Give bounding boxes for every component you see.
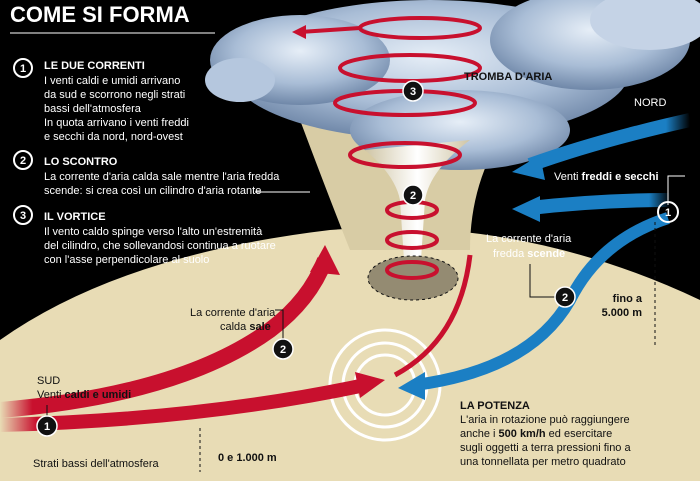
- svg-text:I venti caldi e umidi arrivano: I venti caldi e umidi arrivano: [44, 75, 180, 87]
- svg-text:bassi dell'atmosfera: bassi dell'atmosfera: [44, 103, 142, 115]
- svg-text:anche i 500 km/h ed esercitare: anche i 500 km/h ed esercitare: [460, 428, 612, 440]
- low-layers-label: Strati bassi dell'atmosfera: [33, 458, 159, 470]
- height-high-2: 5.000 m: [602, 307, 643, 319]
- height-arrows: [199, 222, 656, 472]
- svg-text:del cilindro, che sollevandosi: del cilindro, che sollevandosi continua …: [44, 240, 276, 252]
- tornado-label: TROMBA D'ARIA: [464, 71, 552, 83]
- svg-text:LO SCONTRO: LO SCONTRO: [44, 156, 118, 168]
- funnel: [365, 140, 470, 275]
- north-label: NORD: [634, 97, 666, 109]
- svg-text:IL VORTICE: IL VORTICE: [44, 211, 106, 223]
- page-title: COME SI FORMA: [10, 2, 190, 27]
- svg-text:LE DUE CORRENTI: LE DUE CORRENTI: [44, 60, 145, 72]
- svg-text:2: 2: [562, 292, 568, 304]
- warm-winds-label: Venti caldi e umidi: [37, 389, 131, 401]
- svg-text:In quota arrivano i venti fred: In quota arrivano i venti freddi: [44, 117, 189, 129]
- svg-text:1: 1: [44, 421, 50, 433]
- svg-text:1: 1: [20, 63, 26, 75]
- svg-text:e secchi da nord, nord-ovest: e secchi da nord, nord-ovest: [44, 131, 183, 143]
- svg-text:1: 1: [665, 207, 671, 219]
- marker-3-cloud: 3: [402, 80, 424, 102]
- marker-1-north: 1: [657, 201, 679, 223]
- south-label: SUD: [37, 375, 60, 387]
- svg-text:2: 2: [20, 155, 26, 167]
- svg-text:La corrente d'aria calda sale: La corrente d'aria calda sale mentre l'a…: [44, 171, 280, 183]
- svg-text:3: 3: [20, 210, 26, 222]
- svg-text:Il vento caldo spinge verso l': Il vento caldo spinge verso l'alto un'es…: [44, 226, 263, 238]
- svg-text:una tonnellata per metro quadr: una tonnellata per metro quadrato: [460, 456, 626, 468]
- spiral-arrowhead: [292, 25, 306, 39]
- marker-1-south: 1: [36, 415, 58, 437]
- step-2: 2 LO SCONTRO La corrente d'aria calda sa…: [13, 150, 280, 197]
- svg-text:con l'asse perpendicolare al s: con l'asse perpendicolare al suolo: [44, 254, 209, 266]
- svg-text:2: 2: [280, 344, 286, 356]
- svg-text:LA POTENZA: LA POTENZA: [460, 400, 530, 412]
- cloud: [205, 0, 700, 170]
- svg-text:scende: si crea così un cilind: scende: si crea così un cilindro d'aria …: [44, 185, 261, 197]
- marker-2-cold: 2: [554, 286, 576, 308]
- cold-current-label-2: fredda scende: [493, 248, 565, 260]
- svg-text:3: 3: [410, 86, 416, 98]
- step-1: 1 LE DUE CORRENTI I venti caldi e umidi …: [13, 58, 189, 143]
- cold-winds-label: Venti freddi e secchi: [554, 171, 659, 183]
- marker-2-warm: 2: [272, 338, 294, 360]
- warm-current-label-1: La corrente d'aria: [190, 307, 276, 319]
- svg-text:sugli oggetti a terra pression: sugli oggetti a terra pressioni fino a: [460, 442, 631, 454]
- warm-current-label-2: calda sale: [220, 321, 271, 333]
- svg-text:da sud e scorrono negli strati: da sud e scorrono negli strati: [44, 89, 185, 101]
- cold-current-label-1: La corrente d'aria: [486, 233, 572, 245]
- marker-2-funnel: 2: [402, 184, 424, 206]
- step-3: 3 IL VORTICE Il vento caldo spinge verso…: [13, 205, 276, 266]
- svg-text:L'aria in rotazione può raggiu: L'aria in rotazione può raggiungere: [460, 414, 630, 426]
- height-high-1: fino a: [613, 293, 643, 305]
- svg-text:2: 2: [410, 190, 416, 202]
- leader-lines: [10, 32, 685, 205]
- height-low: 0 e 1.000 m: [218, 452, 277, 464]
- power-info: LA POTENZA L'aria in rotazione può raggi…: [460, 400, 631, 468]
